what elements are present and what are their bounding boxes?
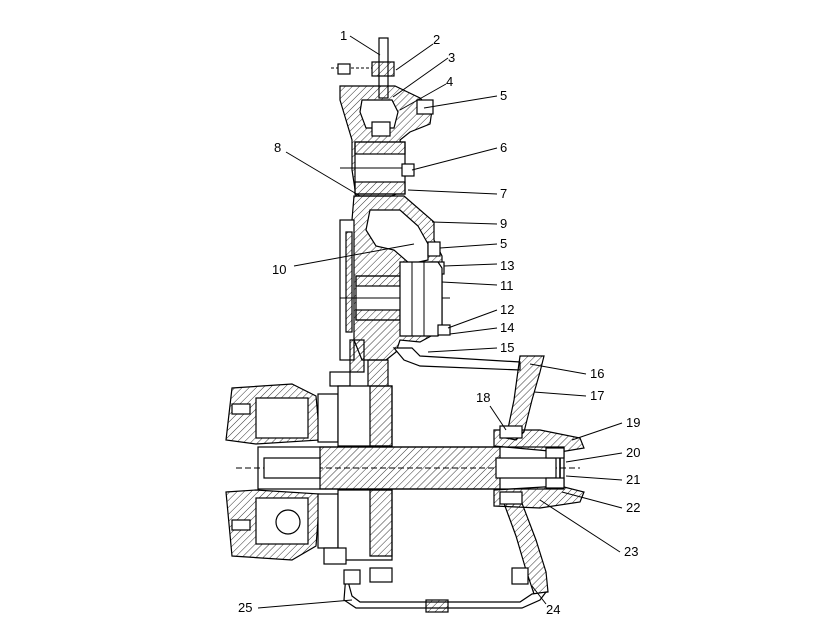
- upper-shaft: [340, 141, 415, 195]
- callout-23: 23: [624, 544, 638, 559]
- middle-shaft: [340, 261, 451, 337]
- top-input-shaft: [331, 37, 395, 99]
- callout-22: 22: [626, 500, 640, 515]
- callout-10: 10: [272, 262, 286, 277]
- callout-25: 25: [238, 600, 252, 615]
- callout-11: 11: [500, 278, 514, 293]
- callout-19: 19: [626, 415, 640, 430]
- callout-9: 9: [500, 216, 507, 231]
- callout-1: 1: [340, 28, 347, 43]
- callout-3: 3: [448, 50, 455, 65]
- callout-5-middle: 5: [500, 236, 507, 251]
- callout-21: 21: [626, 472, 640, 487]
- leader-lines: [257, 35, 623, 609]
- callout-17: 17: [590, 388, 604, 403]
- base-pan: [343, 567, 548, 613]
- callout-14: 14: [500, 320, 514, 335]
- callout-5-top: 5: [500, 88, 507, 103]
- callout-13: 13: [500, 258, 514, 273]
- right-bearing: [493, 425, 585, 509]
- callout-2: 2: [433, 32, 440, 47]
- callout-12: 12: [500, 302, 514, 317]
- callout-24: 24: [546, 602, 560, 617]
- callout-6: 6: [500, 140, 507, 155]
- main-shaft: [236, 446, 580, 490]
- callout-15: 15: [500, 340, 514, 355]
- left-coupling: [225, 383, 339, 561]
- callout-20: 20: [626, 445, 640, 460]
- callout-7: 7: [500, 186, 507, 201]
- central-gearcase: [323, 385, 393, 583]
- callout-8: 8: [274, 140, 281, 155]
- callout-18: 18: [476, 390, 490, 405]
- callout-labels: 1 2 3 4 5 6 8 7 9 5 10 13 11 12 14 15 16…: [238, 28, 640, 617]
- callout-4: 4: [446, 74, 453, 89]
- callout-16: 16: [590, 366, 604, 381]
